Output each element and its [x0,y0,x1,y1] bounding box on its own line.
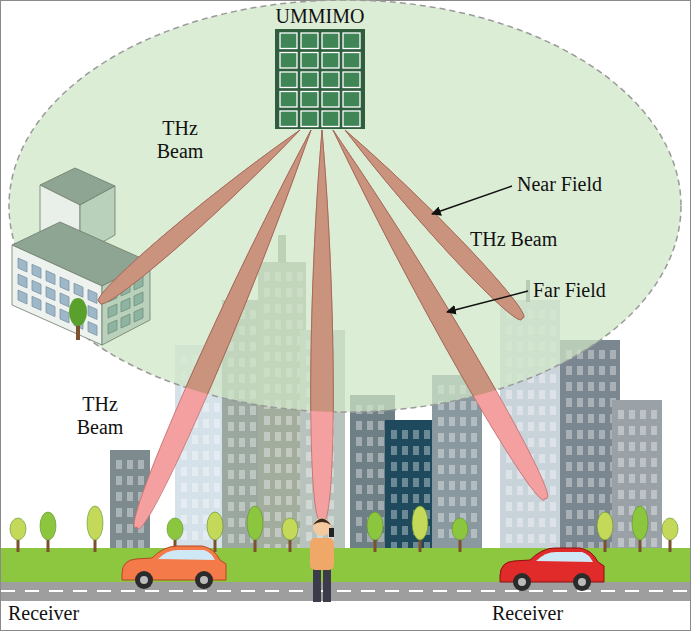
trees [10,506,678,552]
receiver-car [500,548,604,591]
antenna-array: UMMIMO [266,4,374,130]
field-label: Near Field [517,173,602,196]
array-panel [274,28,366,130]
near-field-region [9,0,681,412]
receiver-car [122,546,226,589]
office-building [12,168,150,345]
beam-label: THz Beam [70,393,130,439]
beam-label: THz Beam [470,228,557,251]
ground [1,548,690,601]
receiver-label: Receiver [8,602,79,625]
receiver-label: Receiver [492,602,563,625]
array-label: UMMIMO [266,4,374,28]
thz-beams [98,130,548,529]
person [310,518,334,602]
beam-label: THz Beam [150,117,210,163]
field-label: Far Field [533,279,606,302]
